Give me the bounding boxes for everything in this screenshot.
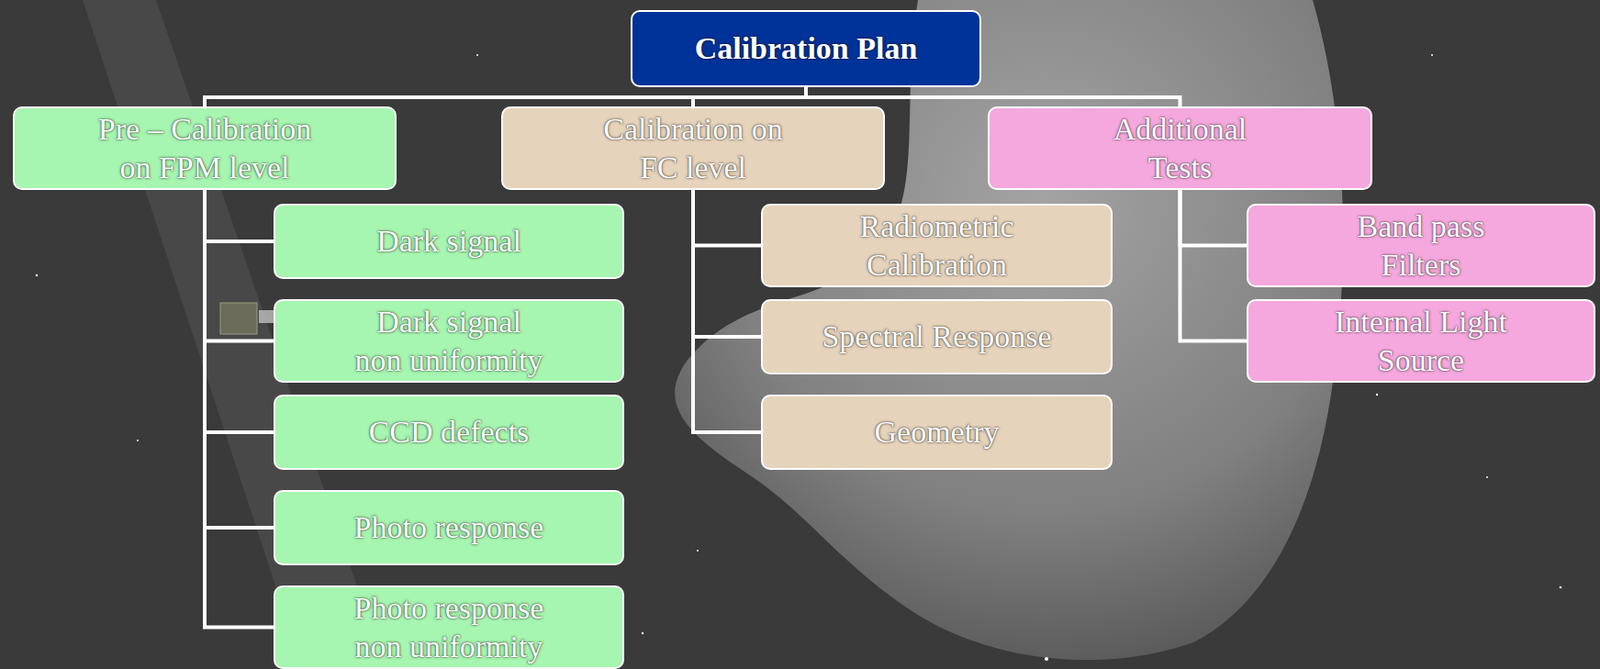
- box-label: Radiometric Calibration: [845, 207, 1030, 284]
- box-label: Calibration on FC level: [592, 110, 795, 187]
- tree-connector: [1180, 190, 1248, 342]
- tree-connector: [204, 190, 274, 342]
- category-box: Calibration on FC level: [501, 106, 885, 191]
- tree-connector: [693, 190, 761, 433]
- tree-connector: [204, 190, 274, 628]
- box-label: Photo response non uniformity: [334, 589, 564, 666]
- task-box: Photo response non uniformity: [273, 585, 625, 669]
- task-box: Photo response: [273, 490, 625, 566]
- task-box: Internal Light Source: [1246, 299, 1596, 383]
- box-label: Dark signal non uniformity: [352, 302, 547, 380]
- tree-connector: [693, 87, 806, 107]
- box-label: Dark signal: [376, 222, 522, 260]
- tree-connector: [204, 190, 274, 528]
- tree-connector: [693, 190, 761, 337]
- box-label: CCD defects: [369, 413, 530, 451]
- tree-connector: [1180, 190, 1248, 247]
- tree-connector: [204, 190, 274, 433]
- box-label: Internal Light Source: [1310, 302, 1532, 380]
- task-box: Band pass Filters: [1246, 203, 1596, 288]
- plan-title: Calibration Plan: [694, 29, 918, 68]
- category-box: Additional Tests: [987, 106, 1373, 191]
- box-label: Pre – Calibration on FPM level: [80, 110, 329, 187]
- task-box: Dark signal non uniformity: [273, 299, 625, 383]
- asteroid: [674, 0, 1343, 661]
- tree-connector: [805, 87, 1181, 107]
- task-box: Spectral Response: [760, 299, 1113, 375]
- task-box: Radiometric Calibration: [760, 203, 1113, 288]
- tree-connector: [204, 190, 274, 242]
- box-label: Additional Tests: [1097, 110, 1264, 187]
- box-label: Band pass Filters: [1333, 207, 1509, 284]
- tree-connector: [693, 190, 761, 247]
- category-box: Pre – Calibration on FPM level: [12, 106, 397, 191]
- task-box: Geometry: [760, 394, 1113, 470]
- box-label: Photo response: [354, 508, 545, 547]
- box-label: Spectral Response: [821, 317, 1052, 356]
- box-label: Geometry: [874, 413, 1000, 451]
- root-box: Calibration Plan: [630, 10, 982, 88]
- task-box: CCD defects: [273, 394, 625, 470]
- tree-connector: [204, 87, 806, 107]
- task-box: Dark signal: [273, 203, 625, 280]
